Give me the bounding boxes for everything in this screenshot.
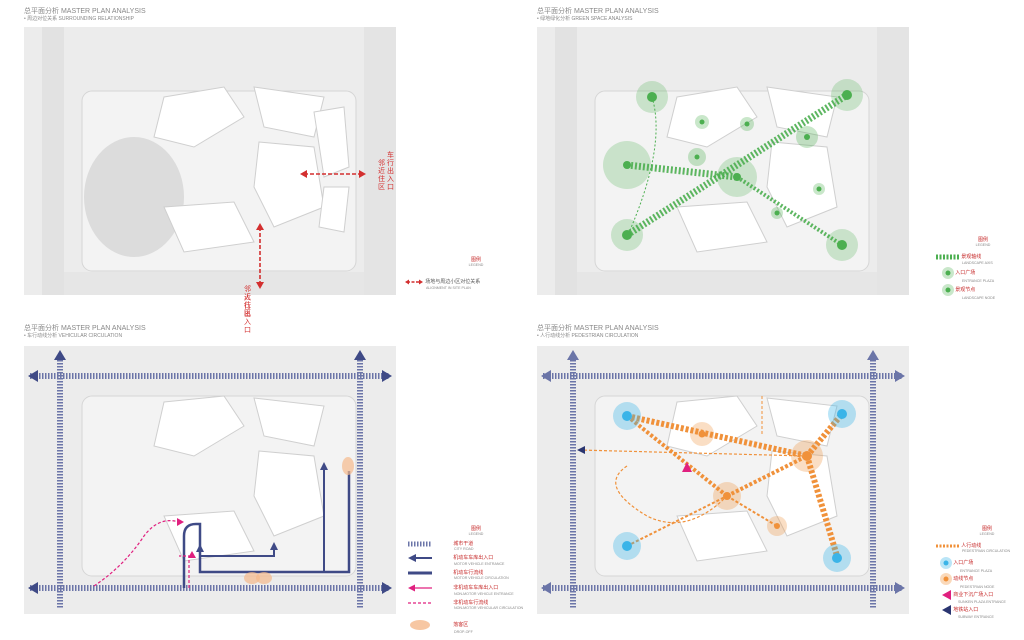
drop-off-zones: [244, 457, 354, 584]
pedestrian-lines: [578, 396, 845, 557]
site-plan-drawing: [537, 346, 909, 614]
panel-title: 总平面分析 MASTER PLAN ANALYSIS: [24, 8, 146, 15]
landscape-axes: [603, 79, 863, 261]
panel-title: 总平面分析 MASTER PLAN ANALYSIS: [24, 325, 146, 332]
panel-subtitle: • 绿地绿化分析 GREEN SPACE ANALYSIS: [537, 16, 633, 22]
adjacent-community-label-2: 邻近住区: [244, 286, 251, 317]
plaza-icon: [940, 557, 952, 569]
axis-icon: [936, 254, 960, 260]
pedestrian-line-icon: [936, 544, 960, 548]
site-plan-drawing: [537, 27, 909, 295]
drop-off-icon: [410, 620, 430, 630]
site-plan-drawing: [24, 27, 396, 295]
panel-subtitle: • 车行动线分析 VEHICULAR CIRCULATION: [24, 333, 123, 339]
double-arrow-icon: [405, 279, 423, 285]
sunken-plaza-icon: [942, 590, 951, 600]
node-icon: [940, 573, 952, 585]
motor-entrance-icon: [408, 554, 432, 562]
site-plan-map: [24, 346, 396, 614]
alignment-arrows: [256, 170, 366, 289]
entrance-plaza-nodes: [611, 79, 863, 261]
site-plan-map: [537, 27, 909, 295]
plaza-icon: [942, 267, 954, 279]
pedestrian-nodes: [690, 422, 823, 536]
site-plan-drawing: [24, 346, 396, 614]
legend-item-alignment: 场地与周边小区对位关系 ALIGNMENT IN SITE PLAN: [404, 278, 480, 290]
adjacent-community-label: 邻近住区: [378, 160, 385, 191]
panel-title: 总平面分析 MASTER PLAN ANALYSIS: [537, 325, 659, 332]
motor-line-icon: [408, 571, 432, 575]
panel-subtitle: • 周边对位关系 SURROUNDING RELATIONSHIP: [24, 16, 135, 22]
subway-icon: [942, 605, 951, 615]
city-roads: [28, 350, 392, 608]
nonmotor-entrance-icon: [408, 584, 432, 592]
vehicular-routes: [28, 350, 392, 608]
road-icon: [408, 541, 432, 547]
panel-title: 总平面分析 MASTER PLAN ANALYSIS: [537, 8, 659, 15]
nonmotor-line-icon: [408, 602, 432, 604]
vehicle-entrance-label: 车行出入口: [387, 152, 394, 191]
pedestrian-entrance-label: 人行出入口: [244, 295, 251, 334]
panel-subtitle: • 人行动线分析 PEDESTRIAN CIRCULATION: [537, 333, 639, 339]
pedestrian-routes: [541, 350, 905, 608]
site-plan-map: [537, 346, 909, 614]
entrance-plaza-nodes: [613, 400, 856, 572]
city-roads: [541, 350, 905, 608]
landscape-nodes: [603, 115, 825, 219]
site-plan-map: [24, 27, 396, 295]
node-icon: [942, 284, 954, 296]
